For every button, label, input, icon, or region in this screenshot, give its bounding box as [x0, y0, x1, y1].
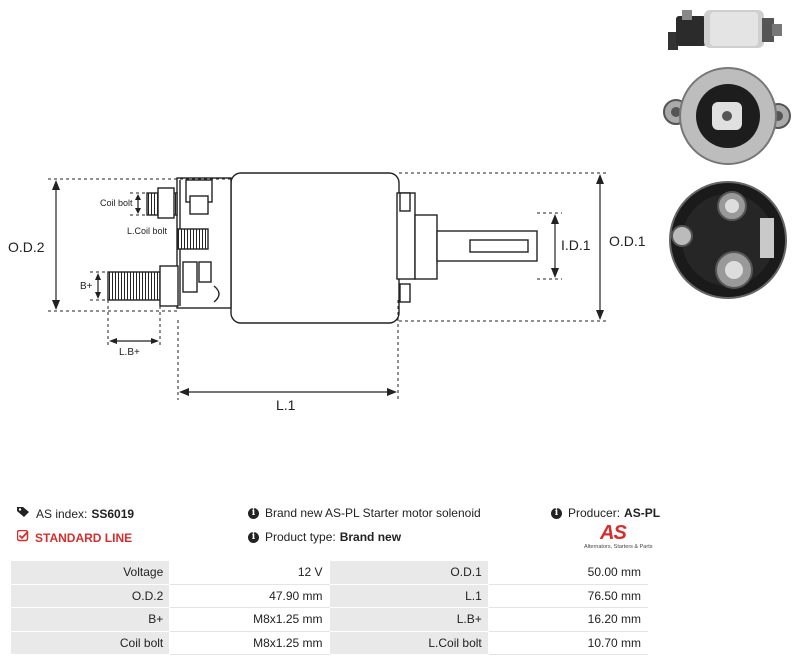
description: i Brand new AS-PL Starter motor solenoid — [248, 506, 481, 520]
table-row: B+ M8x1.25 mm L.B+ 16.20 mm — [9, 607, 649, 632]
bplus-bolt-thread — [107, 271, 161, 301]
spec-key: L.Coil bolt — [328, 630, 489, 655]
spec-key: L.1 — [328, 583, 489, 608]
spec-value: 16.20 mm — [487, 607, 649, 632]
logo-mark: AS — [600, 522, 627, 544]
product-photo-side — [668, 10, 782, 50]
plunger — [414, 214, 438, 280]
lb-label: L.B+ — [119, 347, 140, 358]
bplus-label: B+ — [80, 281, 93, 292]
info-icon: i — [248, 507, 259, 519]
spec-value: M8x1.25 mm — [169, 607, 330, 632]
spec-key: Voltage — [9, 560, 171, 585]
tag-icon — [17, 506, 30, 521]
spec-key: O.D.1 — [328, 560, 489, 585]
spec-value: 76.50 mm — [487, 583, 649, 608]
producer-label: Producer: — [568, 506, 621, 520]
product-type: i Product type: Brand new — [248, 530, 401, 544]
spec-key: O.D.2 — [9, 583, 171, 608]
logo-tagline: Alternators, Starters & Parts — [584, 544, 653, 550]
od2-label: O.D.2 — [8, 239, 45, 255]
as-pl-logo: AS Alternators, Starters & Parts — [578, 522, 658, 552]
as-index: AS index: SS6019 — [17, 506, 134, 521]
spec-key: B+ — [9, 607, 171, 632]
as-index-value: SS6019 — [91, 506, 135, 521]
l1-label: L.1 — [276, 397, 296, 413]
checkbox-checked-icon — [16, 529, 29, 545]
table-row: O.D.2 47.90 mm L.1 76.50 mm — [9, 583, 649, 608]
l-coil-bolt-label: L.Coil bolt — [127, 226, 168, 236]
solenoid-body — [230, 172, 400, 324]
info-icon: i — [248, 531, 259, 543]
spec-key: Coil bolt — [9, 630, 171, 655]
producer: i Producer: AS-PL — [551, 506, 660, 520]
spec-value: 12 V — [169, 560, 330, 585]
standard-line-text: STANDARD LINE — [35, 530, 133, 545]
as-index-label: AS index: — [36, 506, 88, 521]
spec-key: L.B+ — [328, 607, 489, 632]
producer-value: AS-PL — [624, 506, 661, 520]
table-row: Coil bolt M8x1.25 mm L.Coil bolt 10.70 m… — [9, 630, 649, 655]
product-photo-front — [663, 67, 791, 165]
product-type-label: Product type: — [265, 530, 336, 544]
coil-bolt-label: Coil bolt — [100, 198, 133, 208]
spec-table: Voltage 12 V O.D.1 50.00 mm O.D.2 47.90 … — [9, 560, 649, 655]
standard-line: STANDARD LINE — [16, 529, 133, 545]
spec-value: M8x1.25 mm — [169, 630, 330, 655]
product-photo-rear — [669, 181, 787, 299]
spec-value: 50.00 mm — [487, 560, 649, 585]
table-row: Voltage 12 V O.D.1 50.00 mm — [9, 560, 649, 585]
id1-label: I.D.1 — [561, 237, 591, 253]
product-type-value: Brand new — [339, 530, 402, 544]
spec-value: 10.70 mm — [487, 630, 649, 655]
spec-value: 47.90 mm — [169, 583, 330, 608]
od1-label: O.D.1 — [609, 233, 646, 249]
description-text: Brand new AS-PL Starter motor solenoid — [265, 506, 481, 520]
info-icon: i — [551, 507, 562, 519]
solenoid-technical-drawing: O.D.2 O.D.1 I.D.1 L.1 L.B+ B+ Coil bolt … — [8, 172, 646, 413]
